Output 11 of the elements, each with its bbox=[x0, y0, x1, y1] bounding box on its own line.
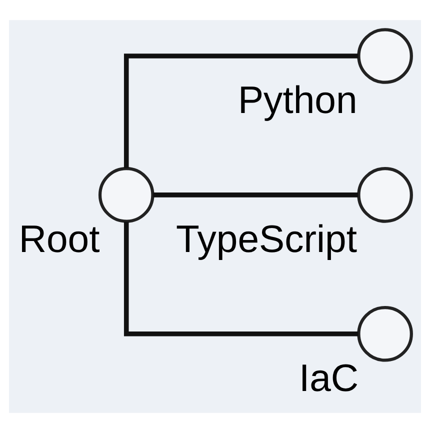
node-label: Python bbox=[238, 79, 357, 122]
node-circle bbox=[356, 28, 412, 84]
node-circle bbox=[356, 306, 412, 362]
node-label: Root bbox=[18, 218, 100, 261]
connector bbox=[123, 54, 358, 168]
connector bbox=[152, 192, 358, 198]
node-label: TypeScript bbox=[176, 218, 356, 261]
node-label: IaC bbox=[298, 356, 358, 400]
connector bbox=[123, 222, 358, 336]
node-circle bbox=[356, 167, 412, 223]
node-circle bbox=[98, 167, 154, 223]
